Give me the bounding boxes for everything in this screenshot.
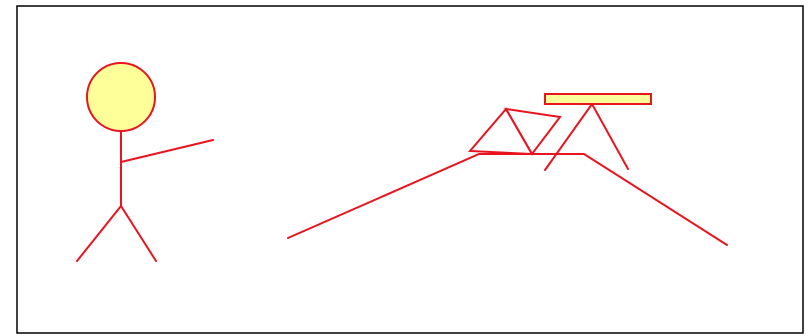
person-head: [87, 63, 155, 131]
canvas-border: [17, 6, 803, 333]
top-bar: [545, 94, 651, 104]
